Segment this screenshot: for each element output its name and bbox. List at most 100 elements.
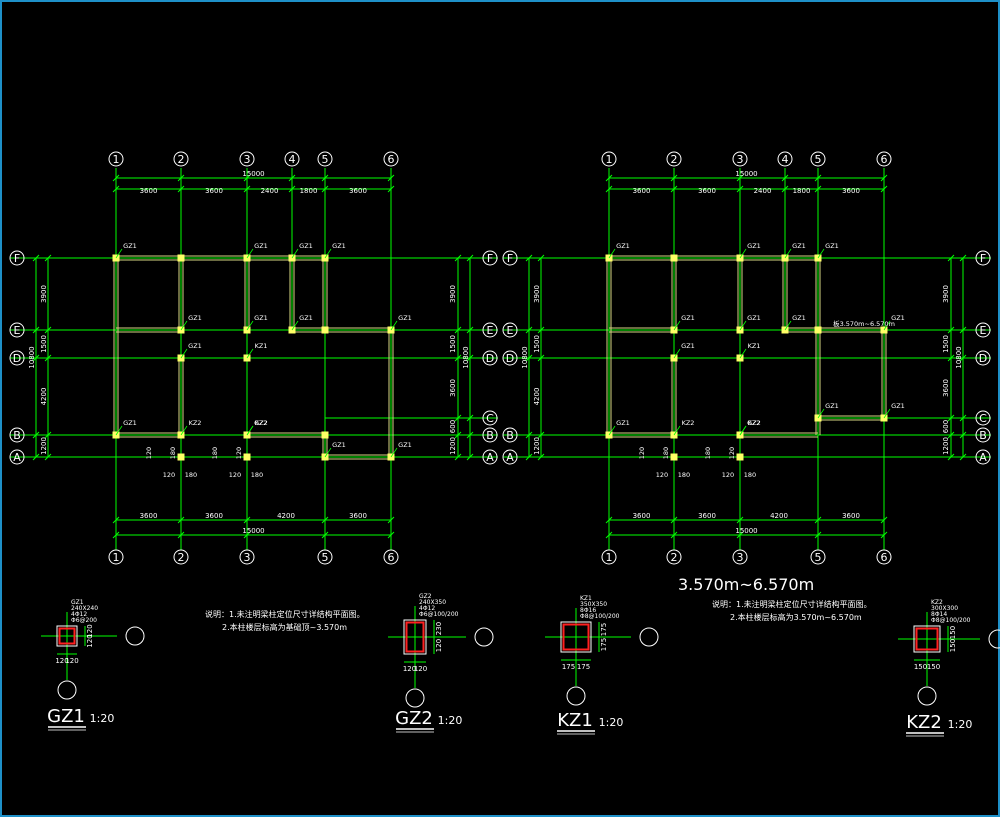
axis-bubble-right-B: B (482, 427, 498, 443)
detail-side-dim: 120 (435, 639, 443, 652)
axis-bubble-right-E: E (482, 322, 498, 338)
column (670, 453, 678, 461)
detail-dim: 175 (562, 663, 575, 671)
dim-tick (321, 516, 329, 524)
column-tag: GZ1 (254, 314, 268, 322)
dim-tick (243, 174, 251, 182)
small-dim: 120 (163, 471, 175, 479)
dim-tick (525, 254, 533, 262)
detail-scale: 1:20 (438, 714, 463, 727)
dim-bottom-3: 3600 (349, 512, 367, 520)
axis-bubble-circle (239, 549, 255, 565)
dim-tick (670, 516, 678, 524)
axis-bubble-label: A (13, 451, 21, 464)
tag-leader (739, 248, 747, 259)
dim-tick (959, 453, 967, 461)
detail-spec: Φ8@100/200 (931, 617, 971, 624)
axis-bubble-label: 5 (815, 153, 822, 166)
detail-spec: 350X350 (580, 601, 607, 608)
dim-top-3: 1800 (793, 187, 811, 195)
dim-tick (44, 254, 52, 262)
dim-tick (947, 431, 955, 439)
dim-tick (454, 254, 462, 262)
tag-leader (739, 425, 747, 436)
walls (113, 255, 394, 460)
axis-bubble-circle (975, 410, 991, 426)
tag-leader (608, 248, 616, 259)
dim-tick (959, 431, 967, 439)
dim-tick (387, 516, 395, 524)
small-dim: 180 (744, 471, 756, 479)
tag-leader (246, 248, 254, 259)
axis-bubble-circle (666, 151, 682, 167)
tag-leader (673, 320, 681, 331)
dim-tick (466, 326, 474, 334)
detail-title: KZ2 (906, 712, 942, 733)
axis-bubble-right-D: D (482, 350, 498, 366)
dim-tick (947, 354, 955, 362)
axis-bubble-top-1: 1 (601, 151, 617, 167)
axis-bubble-label: 4 (289, 153, 296, 166)
dim-tick (32, 354, 40, 362)
detail-side-dim: 120 (86, 624, 94, 637)
dim-tick (537, 254, 545, 262)
axis-bubble-label: E (14, 324, 21, 337)
dim-bottom-0: 3600 (633, 512, 651, 520)
axis-bubble-right-D: D (975, 350, 991, 366)
detail-bubble (639, 627, 659, 647)
dim-tick (605, 185, 613, 193)
detail-spec: 4Φ12 (419, 605, 435, 612)
dim-tick (947, 453, 955, 461)
column-tag: GZ2 (747, 419, 761, 427)
column-tag: GZ1 (825, 242, 839, 250)
dim-tick (454, 453, 462, 461)
notes-1: 说明：1.未注明梁柱定位尺寸详结构平面图。 2.本柱楼层标高为基础顶~3.570… (205, 609, 365, 632)
axis-bubble-label: F (507, 252, 513, 265)
axis-bubble-circle (975, 449, 991, 465)
axis-bubble-circle (876, 549, 892, 565)
dim-left-2: 4200 (533, 388, 541, 406)
dim-tick (44, 326, 52, 334)
dim-tick (44, 431, 52, 439)
detail-stirrup (58, 627, 76, 645)
dim-tick (880, 516, 888, 524)
tag-leader (246, 320, 254, 331)
dim-tick (321, 185, 329, 193)
column (177, 453, 185, 461)
axis-bubble-right-C: C (482, 410, 498, 426)
detail-spec: Φ8@100/200 (580, 613, 620, 620)
detail-spec: 4Φ12 (71, 611, 87, 618)
dim-top-3: 1800 (300, 187, 318, 195)
axis-bubble-label: 3 (244, 551, 251, 564)
axis-bubble-label: 2 (178, 551, 185, 564)
dim-right-total: 10800 (462, 346, 470, 368)
detail-bubble (125, 626, 145, 646)
column (736, 453, 744, 461)
small-dim: 120 (656, 471, 668, 479)
dim-tick (288, 174, 296, 182)
detail-scale: 1:20 (599, 716, 624, 729)
detail-spec: Φ6@100/200 (419, 611, 459, 618)
dim-left-total: 10800 (28, 346, 36, 368)
axis-bubble-label: B (13, 429, 21, 442)
axis-bubble-label: E (507, 324, 514, 337)
axis-bubble-label: A (979, 451, 987, 464)
dim-tick (537, 453, 545, 461)
detail-bubble (988, 629, 1000, 649)
dim-tick (959, 354, 967, 362)
dim-tick (177, 516, 185, 524)
detail-side-dim: 150 (949, 639, 957, 652)
tag-leader (608, 425, 616, 436)
small-dim: 180 (251, 471, 263, 479)
dim-tick (243, 531, 251, 539)
dim-tick (454, 431, 462, 439)
dim-bottom-total: 15000 (242, 527, 264, 535)
axis-bubble-label: 3 (244, 153, 251, 166)
axis-bubble-label: 5 (322, 153, 329, 166)
axis-bubble-circle (239, 151, 255, 167)
axis-bubble-label: 5 (815, 551, 822, 564)
small-dim-vertical: 180 (662, 447, 670, 459)
